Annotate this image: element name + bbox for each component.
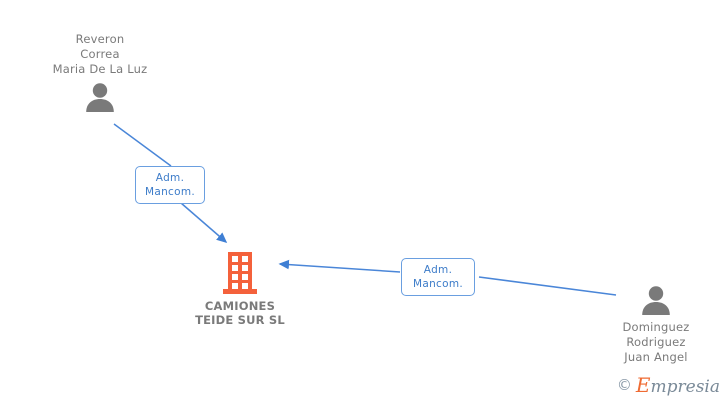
company-node[interactable]: CAMIONES TEIDE SUR SL [180, 252, 300, 327]
person-name-line3: Maria De La Luz [52, 62, 148, 76]
person-name-line2: Correa [80, 47, 120, 61]
person-icon[interactable] [639, 285, 673, 315]
watermark: © Empresia [617, 375, 720, 396]
brand-rest: mpresia [650, 377, 721, 397]
relation-label-line2: Mancom. [144, 186, 195, 198]
person-name-line2: Rodriguez [626, 335, 686, 349]
person-name-line1: Reveron [75, 32, 125, 46]
person-node-bottom-right[interactable]: Dominguez Rodriguez Juan Angel [578, 285, 728, 365]
edge-top-left-segment-1 [113, 123, 172, 167]
copyright-icon: © [616, 376, 632, 394]
person-icon[interactable] [83, 82, 117, 112]
relation-label-bottom-right[interactable]: Adm. Mancom. [401, 258, 475, 296]
relation-label-top-left[interactable]: Adm. Mancom. [135, 166, 205, 204]
relation-label-line1: Adm. [423, 264, 453, 276]
person-name-line1: Dominguez [622, 320, 690, 334]
relation-label-line1: Adm. [155, 172, 185, 184]
building-icon[interactable] [222, 252, 258, 294]
person-name-line3: Juan Angel [624, 350, 688, 364]
company-name-line1: CAMIONES [204, 299, 276, 313]
person-node-top-left[interactable]: Reveron Correa Maria De La Luz [20, 32, 180, 112]
company-name-line2: TEIDE SUR SL [195, 313, 285, 327]
edge-top-left-segment-2 [180, 202, 228, 243]
brand-name: Empresia [636, 375, 720, 396]
brand-initial: E [635, 373, 651, 397]
relation-label-line2: Mancom. [412, 278, 463, 290]
